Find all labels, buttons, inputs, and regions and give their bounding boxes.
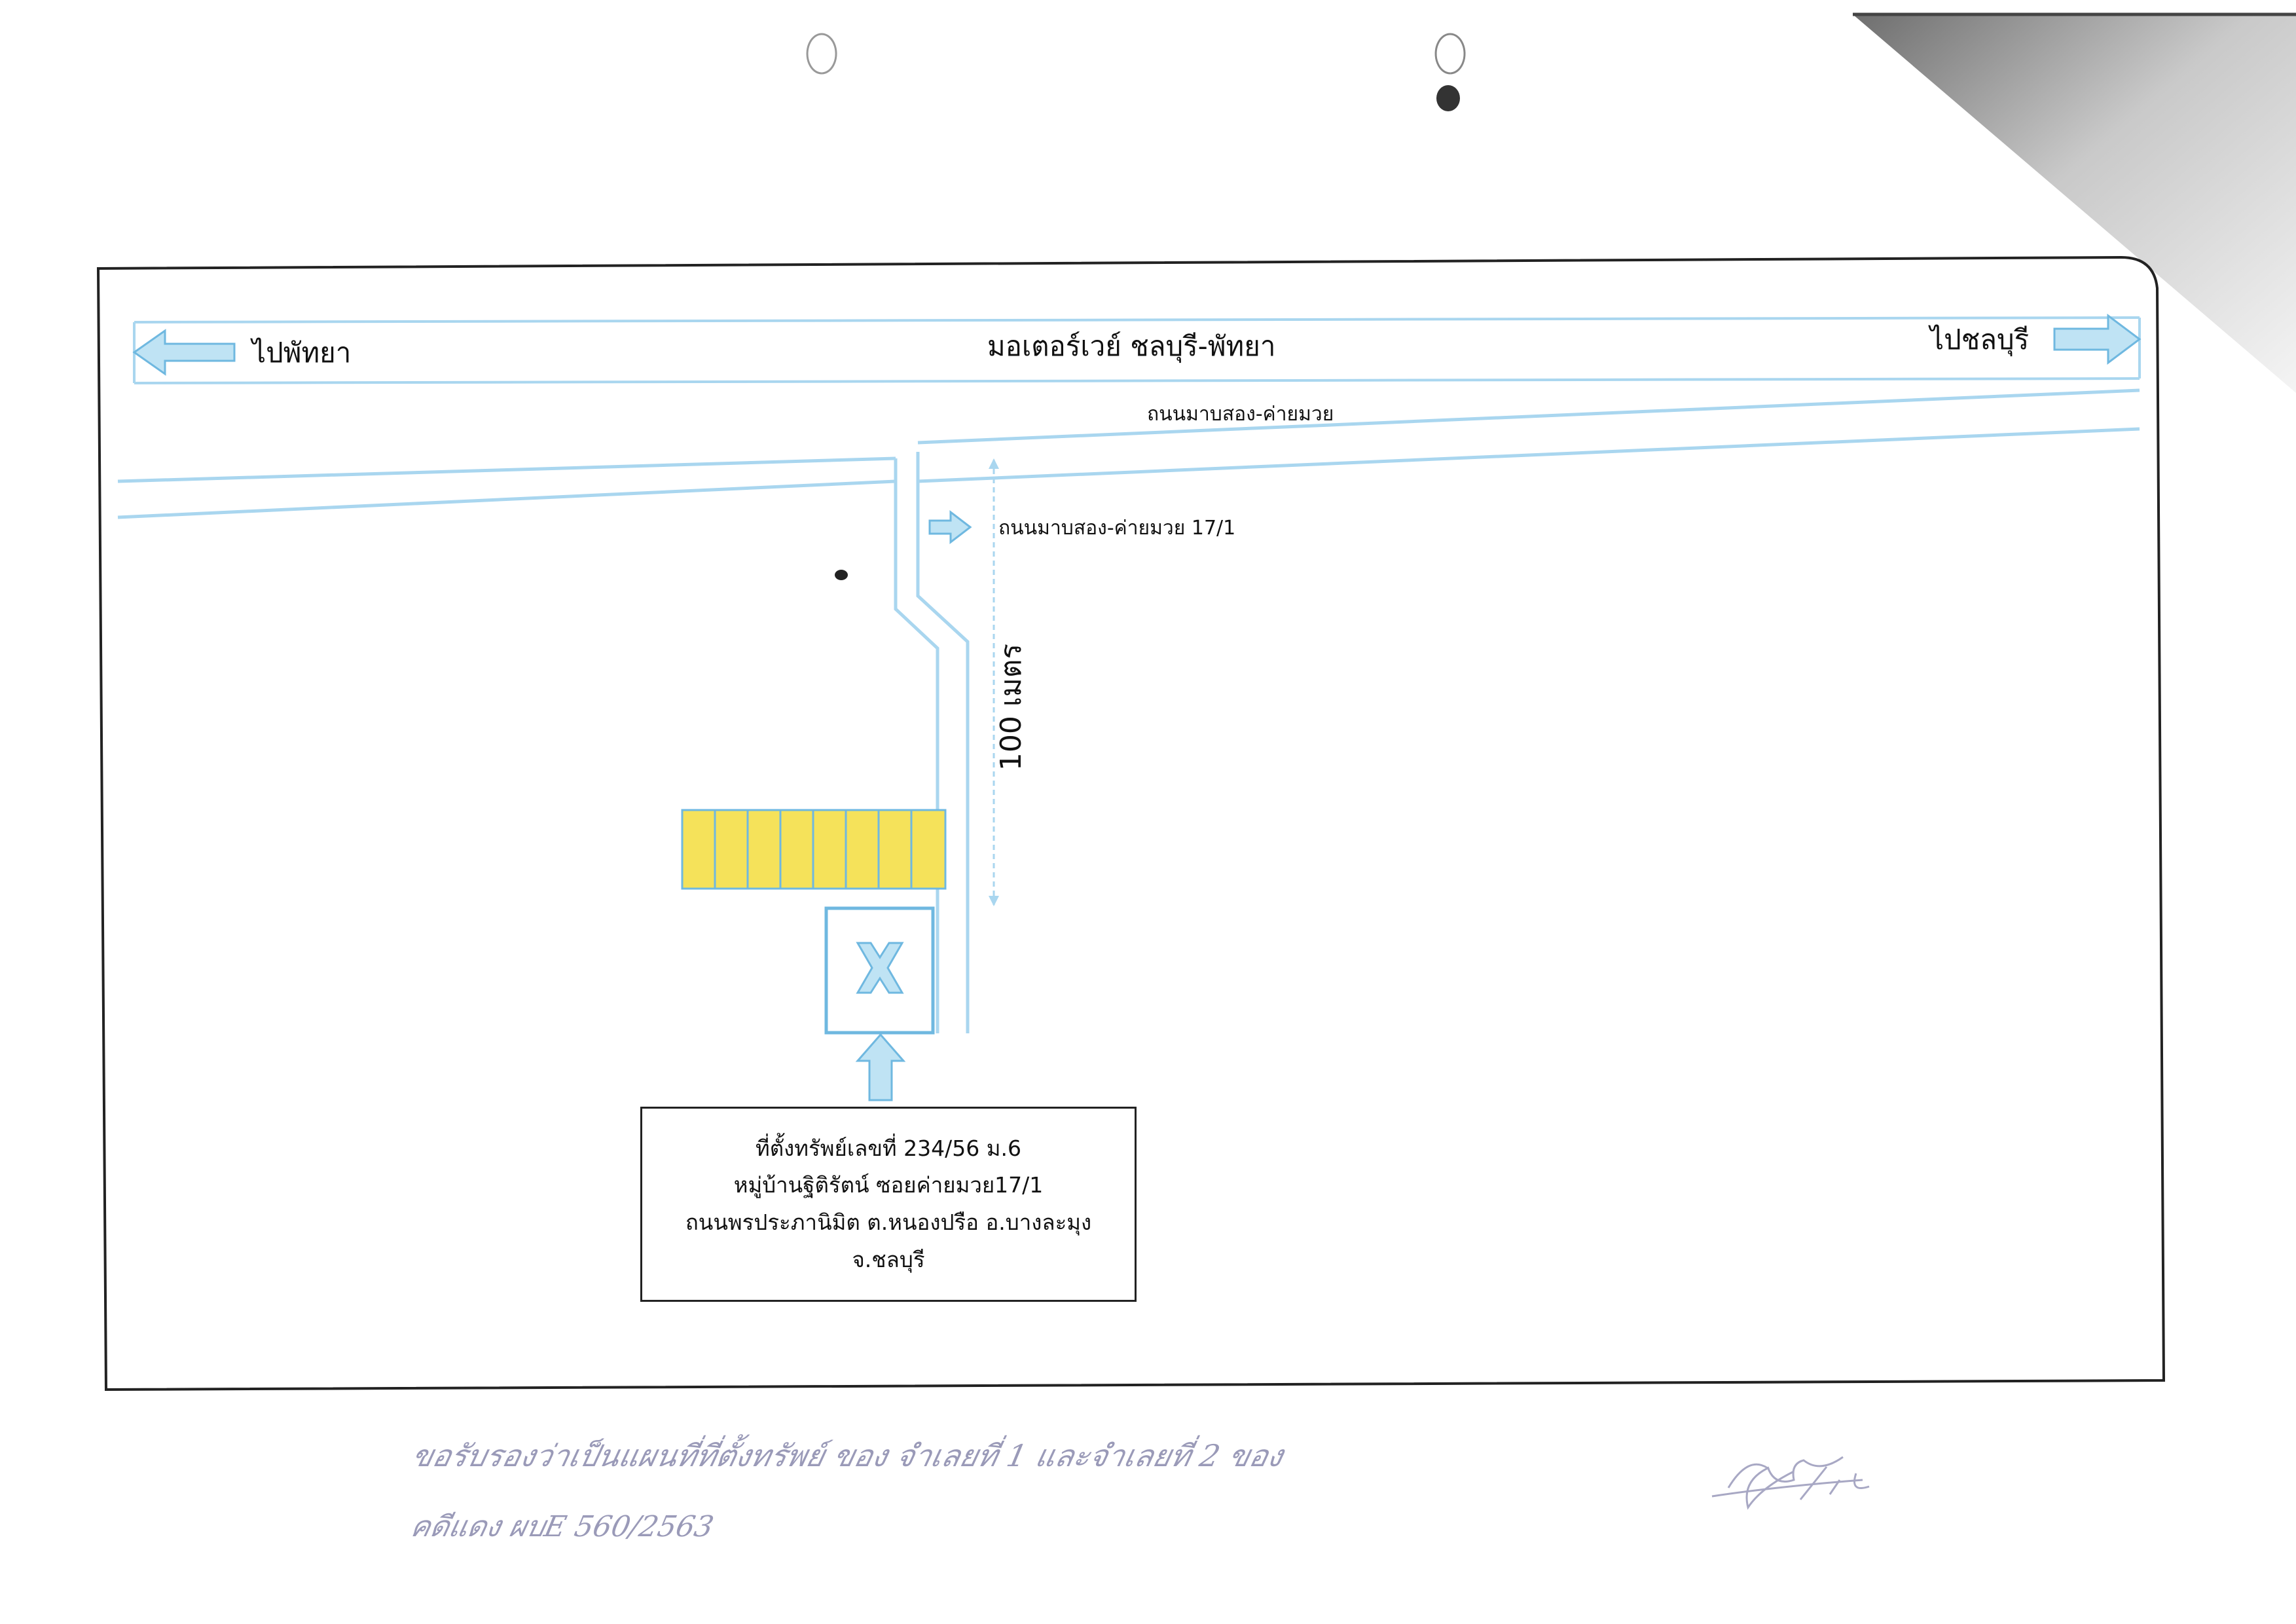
distance-dimension (989, 458, 999, 906)
frontage-road-label: ถนนมาบสอง-ค่ายมวย (1147, 403, 1334, 426)
frontage-road (117, 388, 2140, 519)
map-frame (96, 255, 2166, 1392)
handwritten-signature (1711, 1456, 1870, 1510)
address-line-1: ที่ตั้งทรัพย์เลขที่ 234/56 ม.6 (756, 1135, 1021, 1161)
distance-label: 100 เมตร (994, 643, 1028, 771)
handwritten-note-line-1: ขอรับรองว่าเป็นแผนที่ที่ตั้งทรัพย์ ของ จ… (409, 1438, 1286, 1473)
townhouse-row (681, 809, 947, 890)
soi-arrow-icon (928, 509, 972, 545)
address-line-3: ถนนพรประภานิมิต ต.หนองปรือ อ.บางละมุง (685, 1209, 1092, 1235)
address-up-arrow-icon (855, 1033, 906, 1101)
property-address-box: ที่ตั้งทรัพย์เลขที่ 234/56 ม.6 หมู่บ้านฐ… (640, 1107, 1137, 1302)
address-line-4: จ.ชลบุรี (852, 1246, 925, 1272)
property-x-marker-icon (856, 942, 904, 994)
motorway-label: มอเตอร์เวย์ ชลบุรี-พัทยา (987, 330, 1276, 362)
to-chonburi-arrow-icon (2053, 314, 2141, 365)
handwritten-note-line-2: คดีแดง ผบE 560/2563 (407, 1510, 717, 1543)
target-property (824, 906, 935, 1035)
to-pattaya-label: ไปพัทยา (252, 337, 352, 369)
address-line-2: หมู่บ้านฐิติรัตน์ ซอยค่ายมวย17/1 (733, 1172, 1044, 1198)
to-chonburi-label: ไปชลบุรี (1930, 323, 2030, 356)
soi-road-label: ถนนมาบสอง-ค่ายมวย 17/1 (998, 517, 1236, 540)
to-pattaya-arrow-icon (132, 329, 236, 376)
